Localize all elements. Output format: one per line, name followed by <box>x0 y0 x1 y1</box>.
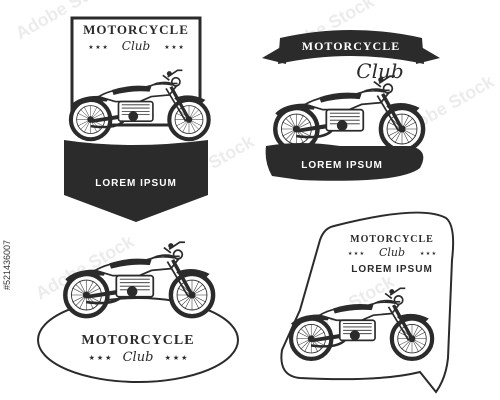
stars: ★ ★ ★ <box>89 354 112 362</box>
stars: ★ ★ ★ <box>88 44 107 51</box>
badge-text: LOREM IPSUM <box>351 264 433 275</box>
stars: ★ ★ ★ <box>165 354 188 362</box>
badge-subtitle: Club <box>122 39 150 53</box>
badge-oval: MOTORCYCLE Club ★ ★ ★ ★ ★ ★ <box>37 242 239 383</box>
badge-title: MOTORCYCLE <box>350 234 434 245</box>
stars: ★ ★ ★ <box>164 44 183 51</box>
stock-id: #521436007 <box>2 239 12 290</box>
badge-title: MOTORCYCLE <box>81 333 194 348</box>
motorcycle-icon <box>71 70 209 139</box>
badge-subtitle: Club <box>123 350 154 365</box>
stars: ★ ★ ★ <box>348 251 365 257</box>
badge-pennant: MOTORCYCLE Club ★ ★ ★ ★ ★ ★ LOREM IPSUM <box>64 16 209 222</box>
badge-bubble: MOTORCYCLE Club ★ ★ ★ ★ ★ ★ LOREM IPSUM <box>280 211 455 394</box>
badge-subtitle: Club <box>379 246 405 259</box>
stars: ★ ★ ★ <box>420 251 437 257</box>
motorcycle-icon <box>275 76 423 150</box>
badge-ribbon: MOTORCYCLE Club LOREM IPSUM <box>262 30 440 181</box>
badge-title: MOTORCYCLE <box>83 22 189 37</box>
badge-text: LOREM IPSUM <box>301 160 383 171</box>
badge-text: LOREM IPSUM <box>95 178 177 189</box>
badge-title: MOTORCYCLE <box>302 39 400 53</box>
